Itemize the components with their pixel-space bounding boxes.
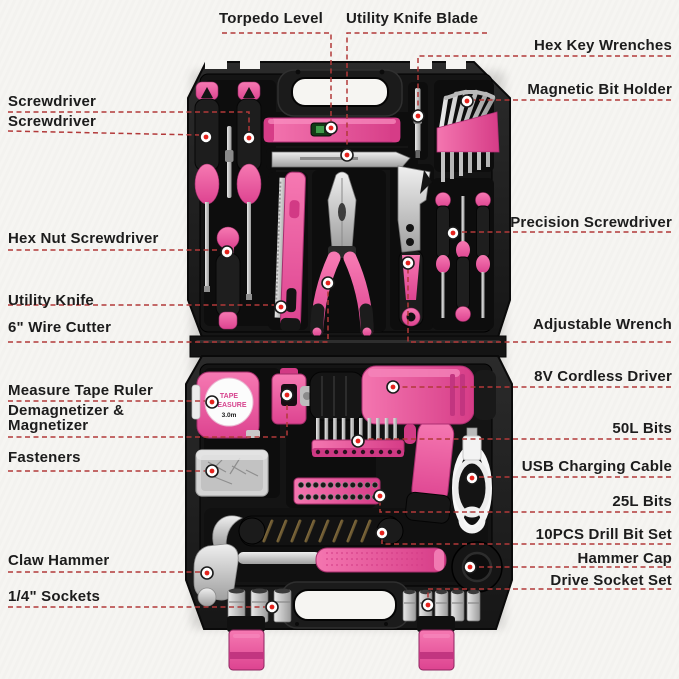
label-utility-knife: Utility Knife xyxy=(8,292,94,309)
bit-extension-rod-tool xyxy=(225,126,234,198)
leader-screwdriver-2 xyxy=(7,130,200,136)
leader-screwdriver-1 xyxy=(8,111,250,131)
label-measure-tape-ruler: Measure Tape Ruler xyxy=(8,382,154,399)
leader-torpedo-level xyxy=(222,32,332,121)
leader-dot xyxy=(242,131,256,145)
leader-dot xyxy=(324,121,338,135)
label-usb-charging-cable: USB Charging Cable xyxy=(521,458,672,475)
wire-cutter-pliers-tool xyxy=(310,171,374,337)
leader-dot xyxy=(375,526,389,540)
label-quarter-sockets: 1/4" Sockets xyxy=(8,588,101,605)
leader-dot xyxy=(199,130,213,144)
fasteners-box-tool xyxy=(195,449,269,497)
drill-bit-set-tool xyxy=(238,515,404,547)
leader-dot xyxy=(351,434,365,448)
screwdriver-1-tool xyxy=(194,81,220,292)
leader-adjustable-wrench xyxy=(407,269,671,343)
bits-50l-row-tool xyxy=(311,418,405,457)
leader-dot xyxy=(205,464,219,478)
hammer-cap-tool xyxy=(451,541,503,593)
leader-wire-cutter xyxy=(8,289,329,343)
label-hex-nut-screwdriver: Hex Nut Screwdriver xyxy=(8,230,159,247)
label-demagnetizer: Demagnetizer & Magnetizer xyxy=(8,402,125,434)
leader-dot xyxy=(373,489,387,503)
leader-drive-socket-set xyxy=(427,588,671,599)
tape-measure-text-line2: MEASURE xyxy=(211,402,246,409)
claw-hammer-tool xyxy=(193,515,447,607)
utility-knife-tool xyxy=(274,171,306,332)
label-drive-socket-set: Drive Socket Set xyxy=(550,572,672,589)
label-fasteners: Fasteners xyxy=(8,449,81,466)
sockets-left-tool xyxy=(227,588,292,623)
label-bits-25l: 25L Bits xyxy=(612,493,672,510)
measure-tape-tool: TAPE MEASURE 3.0m xyxy=(191,371,260,439)
bits-25l-block-tool xyxy=(293,477,381,505)
leader-dot xyxy=(220,245,234,259)
precision-screwdrivers-tool xyxy=(435,192,491,322)
label-wire-cutter: 6" Wire Cutter xyxy=(8,319,112,336)
leader-dot xyxy=(460,94,474,108)
label-bits-50l: 50L Bits xyxy=(612,420,672,437)
label-precision-screwdriver: Precision Screwdriver xyxy=(510,214,672,231)
label-torpedo-level: Torpedo Level xyxy=(219,10,324,27)
leader-dot xyxy=(411,109,425,123)
leader-dot xyxy=(265,600,279,614)
tape-measure-text-line1: TAPE xyxy=(220,393,238,400)
case-hinge xyxy=(189,335,507,358)
leader-dot xyxy=(386,380,400,394)
tape-measure-text-line3: 3.0m xyxy=(222,412,237,419)
cordless-driver-tool xyxy=(300,365,496,524)
leader-dot xyxy=(446,226,460,240)
leader-dot xyxy=(274,300,288,314)
leader-dot xyxy=(321,276,335,290)
leader-dot xyxy=(200,566,214,580)
leader-lines xyxy=(7,32,671,608)
label-cordless-driver: 8V Cordless Driver xyxy=(534,368,672,385)
leader-hex-key-wrenches xyxy=(417,55,671,110)
leader-dot xyxy=(280,388,294,402)
label-drill-bit-set: 10PCS Drill Bit Set xyxy=(535,526,672,543)
leader-dot xyxy=(421,598,435,612)
usb-charging-cable-tool xyxy=(452,427,492,534)
leader-dot xyxy=(401,256,415,270)
leader-dot xyxy=(463,560,477,574)
leader-utility-knife-blade xyxy=(346,32,487,148)
label-hammer-cap: Hammer Cap xyxy=(577,550,672,567)
leader-dots xyxy=(199,94,479,614)
leader-dot xyxy=(465,471,479,485)
utility-knife-blade-tool xyxy=(271,151,411,168)
hex-nut-screwdriver-tool xyxy=(215,226,241,330)
leader-drill-bit-set xyxy=(381,539,671,545)
label-hex-key-wrenches: Hex Key Wrenches xyxy=(534,37,672,54)
label-adjustable-wrench: Adjustable Wrench xyxy=(533,316,672,333)
hex-key-wrenches-tool xyxy=(436,89,500,182)
case-latches xyxy=(227,616,455,671)
leader-dot xyxy=(340,148,354,162)
label-magnetic-bit-holder: Magnetic Bit Holder xyxy=(527,81,672,98)
label-claw-hammer: Claw Hammer xyxy=(8,552,110,569)
leader-bits-25l xyxy=(379,502,671,513)
leader-dot xyxy=(205,395,219,409)
label-utility-knife-blade: Utility Knife Blade xyxy=(346,10,479,27)
label-screwdriver-2: Screwdriver xyxy=(8,113,97,130)
label-screwdriver-1: Screwdriver xyxy=(8,93,97,110)
